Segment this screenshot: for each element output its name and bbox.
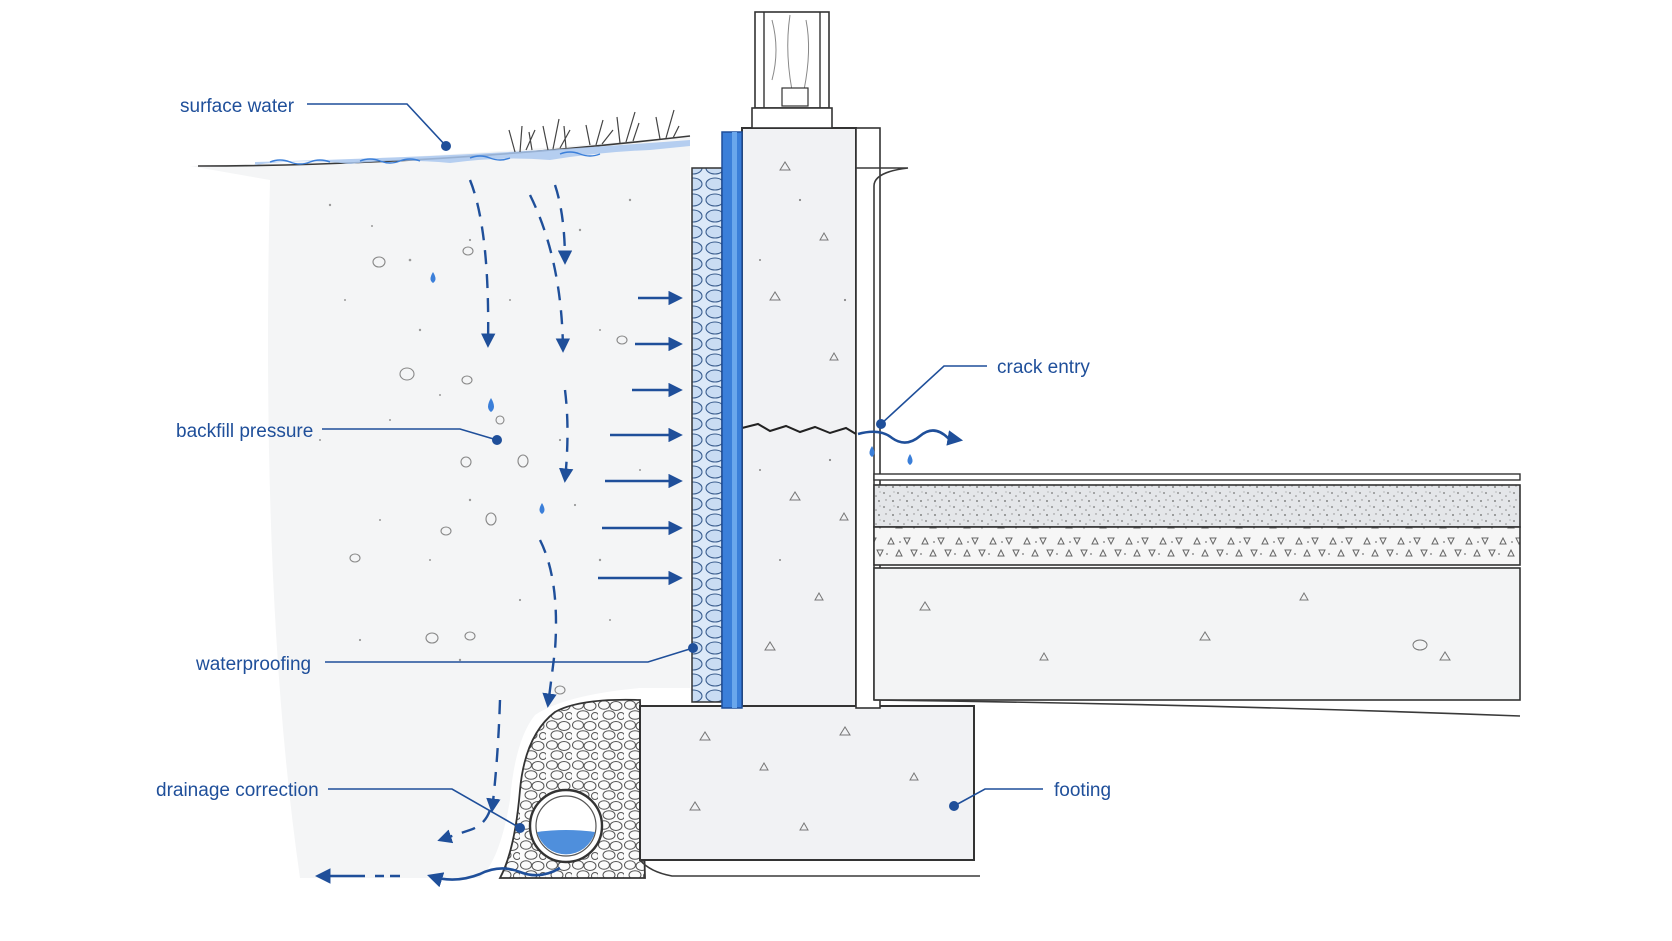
label-footing: footing [1054, 780, 1111, 801]
soil-pebbles [349, 246, 628, 695]
wall-crack [741, 422, 857, 435]
soil-backfill [190, 136, 690, 878]
wall-framing [751, 11, 833, 129]
drips [430, 272, 913, 514]
label-drainage-correction: drainage correction [156, 780, 319, 801]
label-surface-water: surface water [180, 96, 295, 117]
pressure-arrows [598, 290, 683, 586]
label-waterproofing: waterproofing [195, 654, 311, 675]
surface-water-film [255, 140, 690, 165]
soil-specks [319, 198, 641, 662]
label-crack-entry: crack entry [997, 357, 1090, 378]
leader-lines [307, 103, 1043, 833]
label-backfill-pressure: backfill pressure [176, 421, 313, 442]
waterproofing-layer [691, 131, 743, 709]
footing-block [639, 705, 980, 877]
crack-flow-arrow [857, 429, 964, 446]
grass-tufts [508, 109, 680, 153]
infiltration-paths [437, 179, 574, 844]
surface-water-ripples [269, 151, 601, 165]
outlet-flow [314, 866, 561, 888]
basement-slab [873, 473, 1521, 717]
drain-pipe [528, 788, 604, 864]
foundation-wall [741, 127, 909, 709]
